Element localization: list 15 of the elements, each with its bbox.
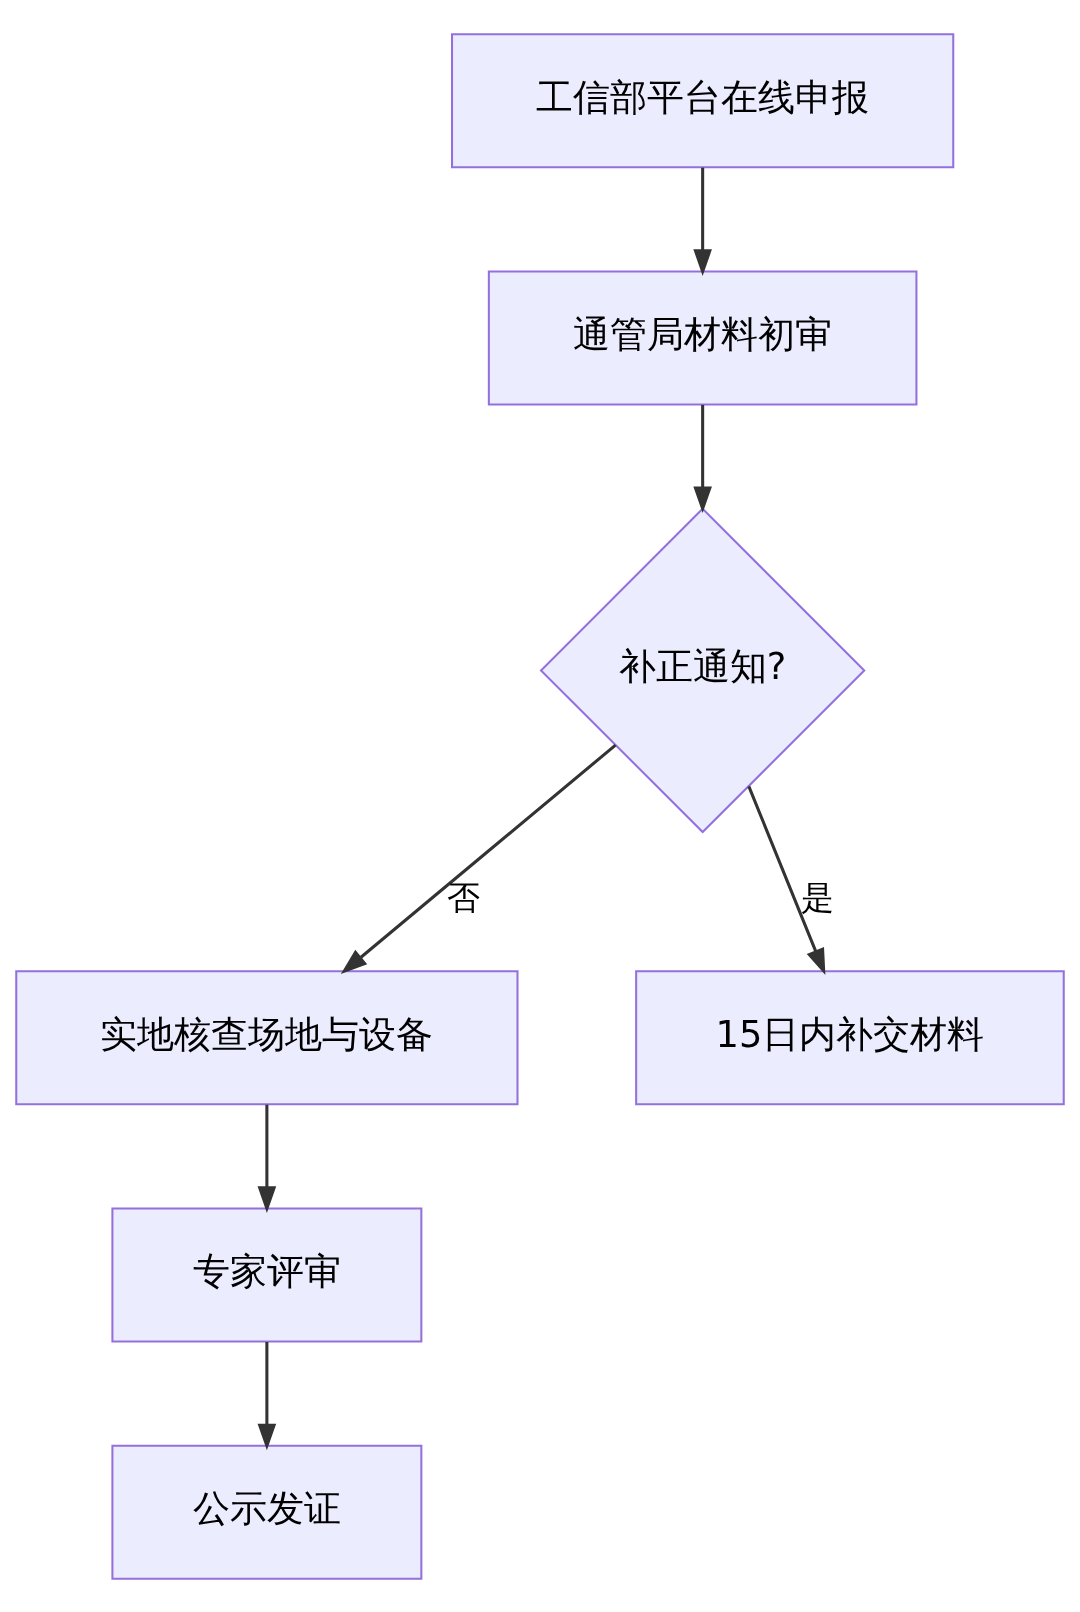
node-box: 实地核查场地与设备 [15, 969, 519, 1105]
node-diamond: 补正通知? [539, 506, 866, 833]
arrow [340, 743, 617, 974]
edge-label: 否 [446, 878, 480, 917]
node-box: 15日内补交材料 [635, 969, 1065, 1105]
arrow [693, 404, 712, 513]
arrow [747, 785, 826, 975]
arrow [257, 1341, 277, 1450]
node-box: 专家评审 [111, 1207, 423, 1343]
edge-label: 是 [800, 878, 834, 917]
node-box: 公示发证 [111, 1444, 423, 1580]
arrow [693, 167, 712, 276]
node-box: 通管局材料初审 [487, 269, 918, 405]
arrow [257, 1104, 277, 1213]
node-box: 工信部平台在线申报 [451, 32, 955, 168]
